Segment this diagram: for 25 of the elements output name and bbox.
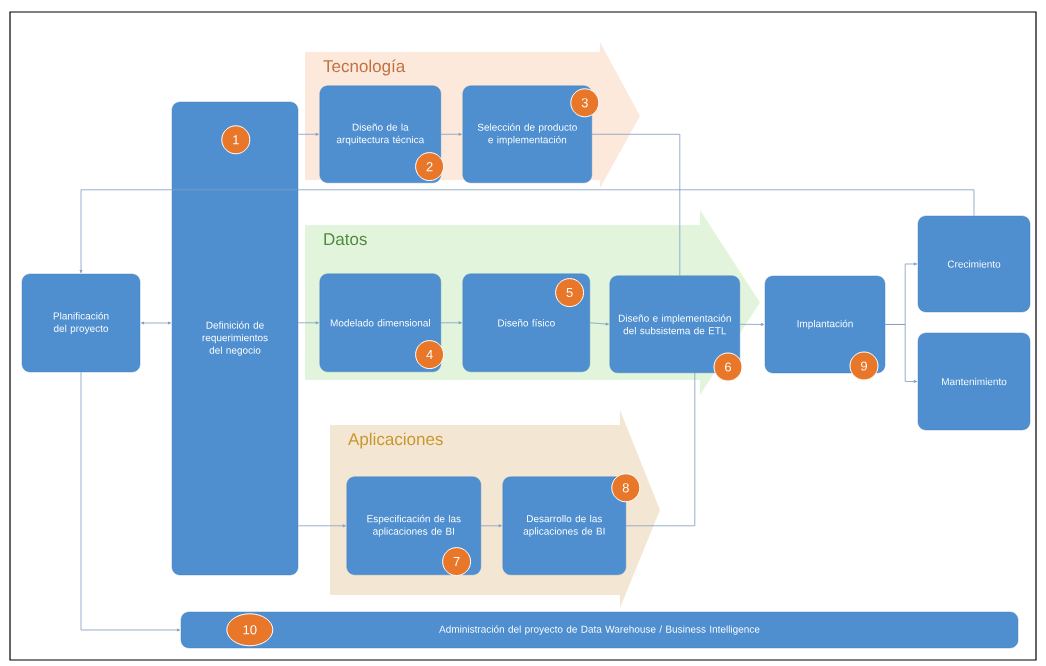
connector-arrow (589, 322, 609, 326)
number-badge: 10 (226, 613, 274, 647)
connector-arrow (480, 524, 502, 528)
number-badge: 8 (611, 473, 641, 503)
connector-arrow (739, 322, 765, 326)
number-badge: 2 (415, 152, 445, 182)
number-badge: 1 (221, 125, 251, 155)
process-box: Mantenimiento (917, 332, 1031, 431)
process-box: Crecimiento (917, 215, 1031, 313)
number-badge: 9 (849, 351, 879, 381)
connector-arrow (440, 321, 462, 325)
number-badge: 4 (415, 340, 445, 370)
number-badge: 7 (442, 547, 472, 577)
connector-arrow (79, 189, 975, 274)
connector-arrow (297, 321, 319, 325)
number-badge: 5 (555, 278, 585, 308)
connector-arrow (440, 132, 462, 136)
process-box: Planificación del proyecto (21, 273, 141, 373)
connector-arrow (140, 321, 172, 325)
number-badge: 3 (570, 88, 600, 118)
number-badge: 6 (713, 352, 743, 382)
connector-arrow (80, 371, 181, 632)
connector-arrow (297, 524, 346, 528)
connector-arrow (884, 324, 918, 383)
connector-arrow (297, 132, 319, 136)
